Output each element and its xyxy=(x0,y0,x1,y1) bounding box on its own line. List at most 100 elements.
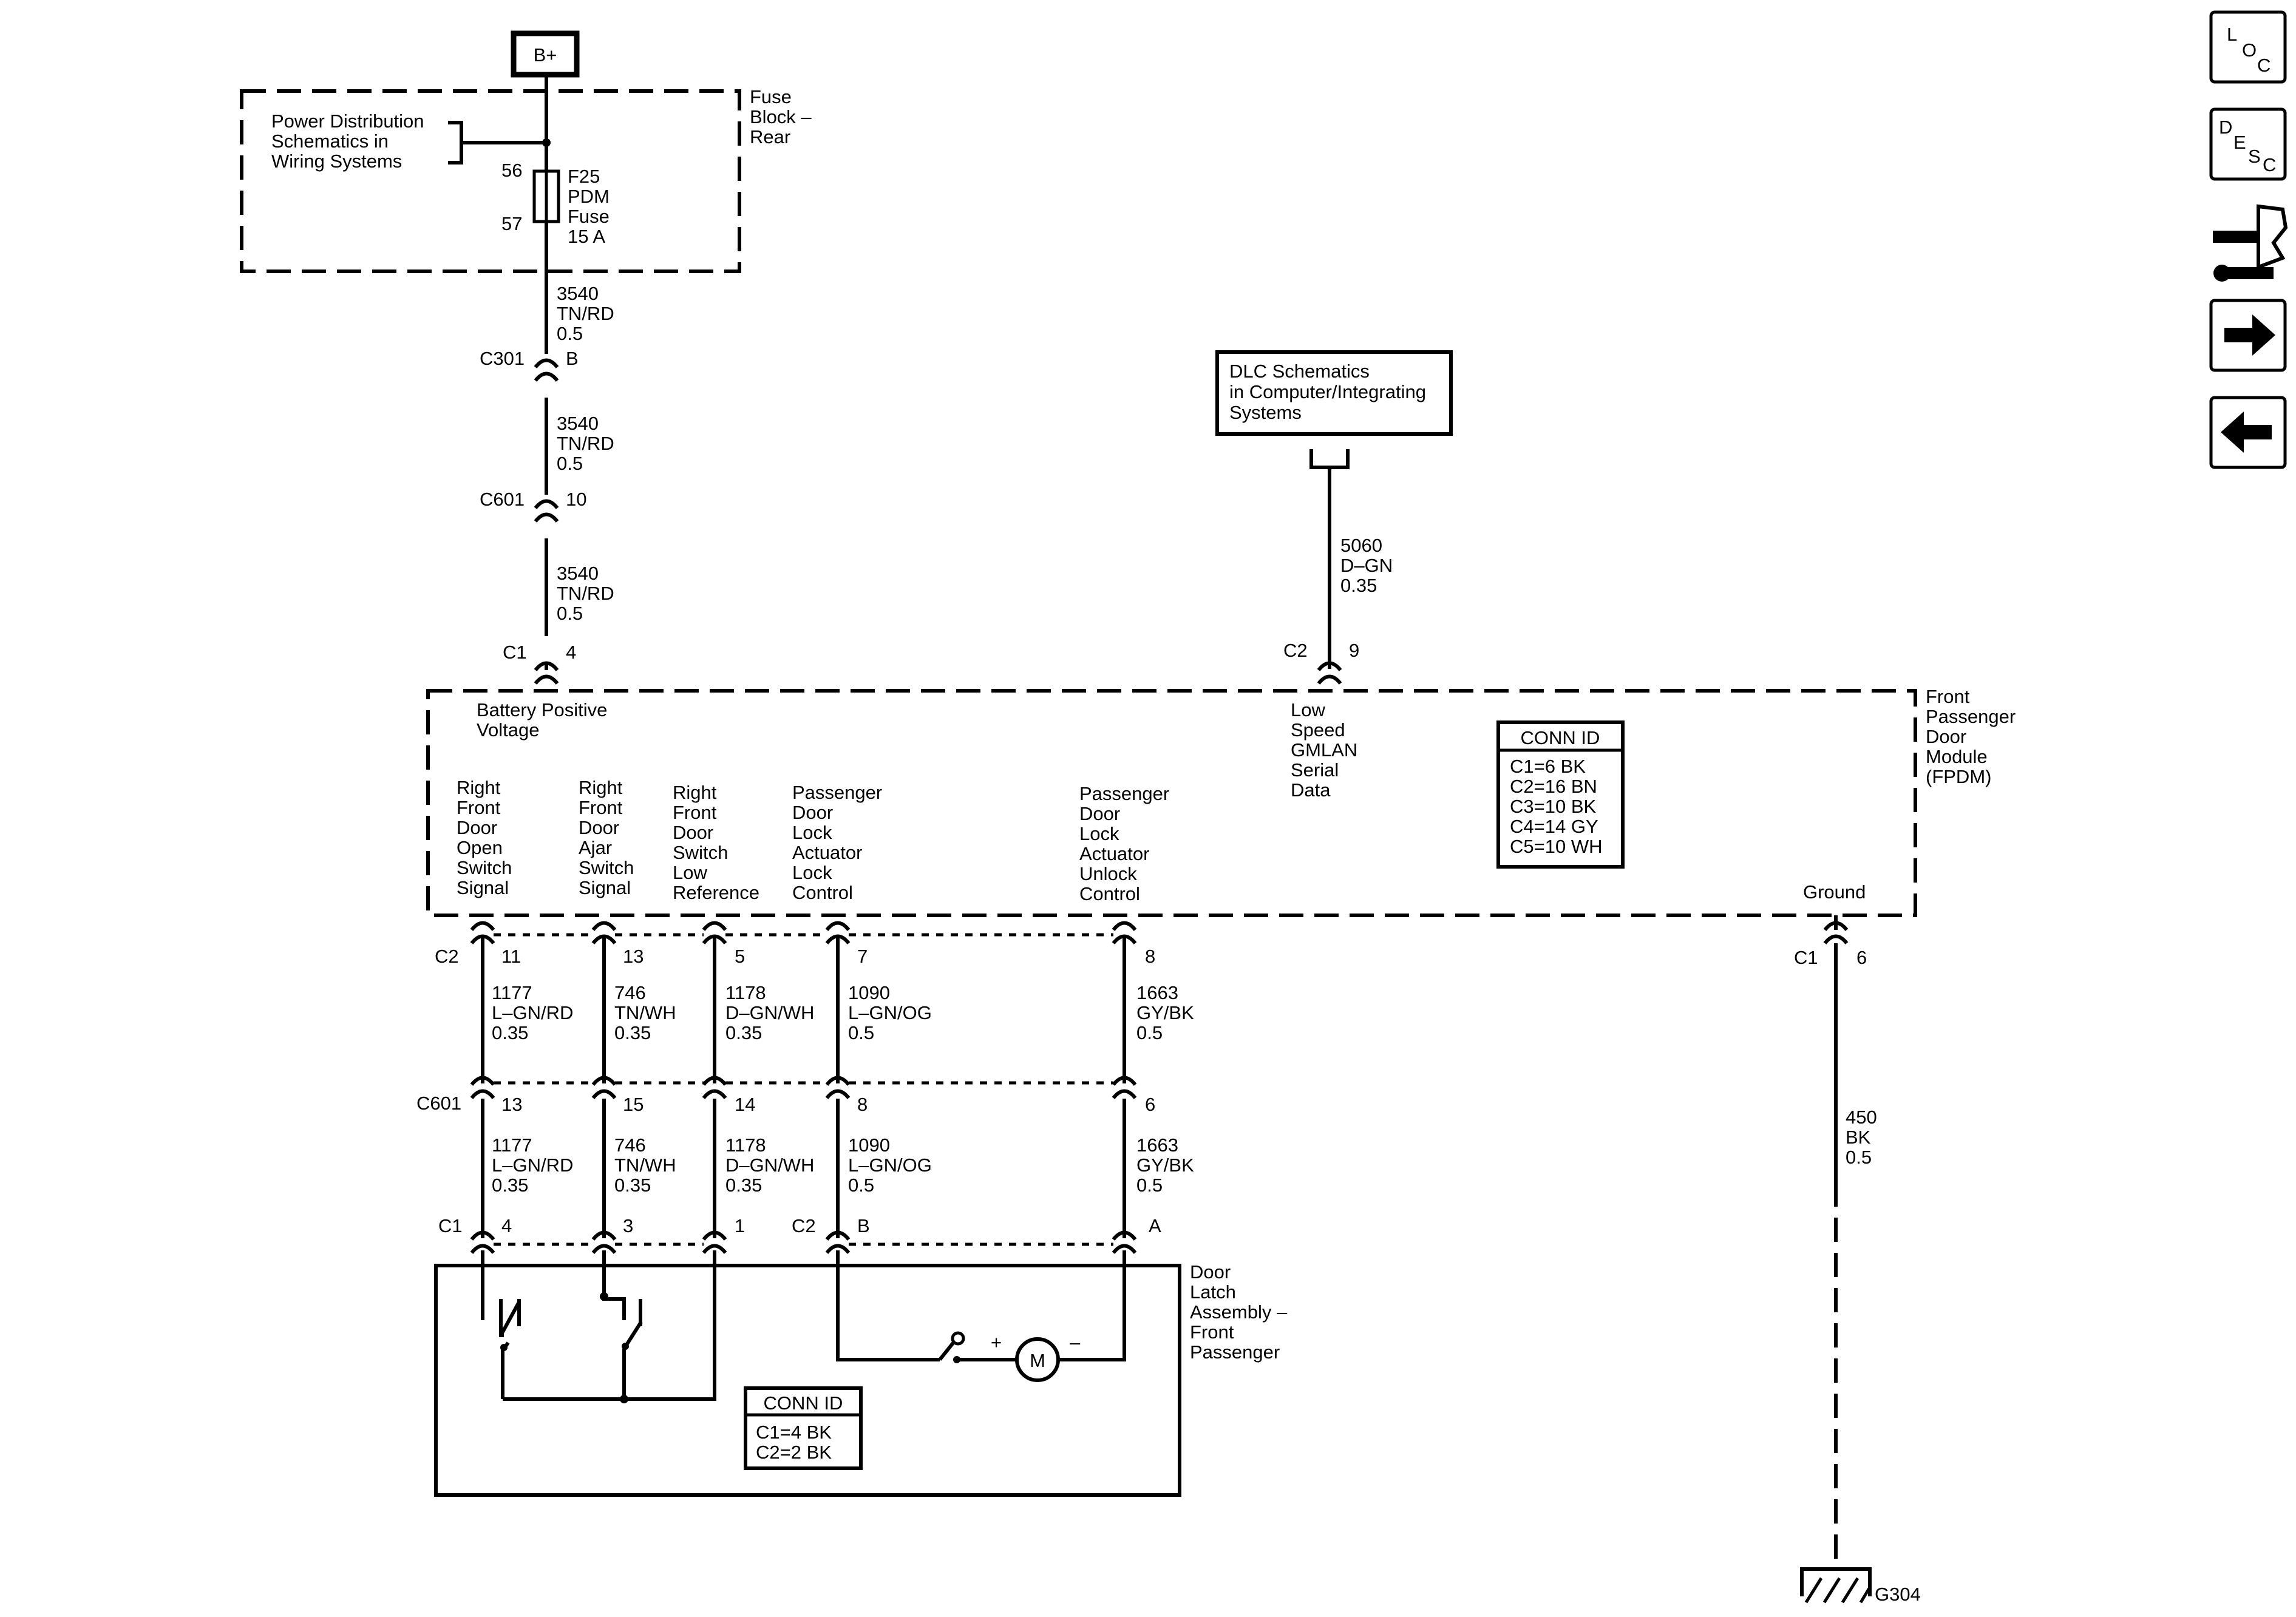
svg-text:0.35: 0.35 xyxy=(725,1175,762,1196)
connector-c601-mid: C601 13 15 14 8 6 xyxy=(416,1076,1155,1115)
svg-text:TN/RD: TN/RD xyxy=(557,303,614,324)
svg-text:C5=10 WH: C5=10 WH xyxy=(1510,836,1602,857)
ground-wire-label: 450 BK 0.5 xyxy=(1846,1107,1877,1168)
svg-text:D–GN/WH: D–GN/WH xyxy=(725,1002,814,1023)
fuse-block-outline xyxy=(240,89,741,273)
svg-text:Fuse: Fuse xyxy=(750,86,792,107)
svg-text:BK: BK xyxy=(1846,1127,1871,1148)
svg-text:0.5: 0.5 xyxy=(557,453,583,474)
svg-text:57: 57 xyxy=(501,213,522,234)
svg-text:10: 10 xyxy=(566,489,586,510)
signal-lock-actuator-lock-control: Passenger Door Lock Actuator Lock Contro… xyxy=(792,782,882,903)
svg-text:Door: Door xyxy=(457,817,497,838)
svg-text:C2=2 BK: C2=2 BK xyxy=(756,1442,832,1463)
ground-symbol-g304: G304 xyxy=(1800,1567,1921,1605)
location-button[interactable]: L O C xyxy=(2209,10,2287,84)
svg-text:Control: Control xyxy=(792,882,853,903)
svg-text:0.35: 0.35 xyxy=(492,1022,528,1043)
svg-text:Ajar: Ajar xyxy=(579,837,612,858)
svg-text:746: 746 xyxy=(614,1134,646,1156)
svg-text:Open: Open xyxy=(457,837,503,858)
svg-text:1663: 1663 xyxy=(1136,1134,1178,1156)
svg-text:Wiring Systems: Wiring Systems xyxy=(271,151,402,172)
svg-text:0.35: 0.35 xyxy=(492,1175,528,1196)
diagnostic-tool-icon[interactable] xyxy=(2213,204,2288,282)
svg-text:Front: Front xyxy=(579,797,623,818)
feed-wire-label-1: 3540 TN/RD 0.5 xyxy=(557,283,614,344)
svg-text:Serial: Serial xyxy=(1291,759,1339,781)
svg-text:0.5: 0.5 xyxy=(848,1022,874,1043)
svg-text:Door: Door xyxy=(1190,1261,1231,1283)
svg-text:9: 9 xyxy=(1349,640,1359,661)
svg-text:7: 7 xyxy=(857,946,868,967)
svg-text:L–GN/OG: L–GN/OG xyxy=(848,1002,932,1023)
svg-text:8: 8 xyxy=(857,1094,868,1115)
arrow-left-icon[interactable] xyxy=(2209,396,2287,469)
signal-door-switch-low-reference: Right Front Door Switch Low Reference xyxy=(673,782,759,903)
svg-text:0.35: 0.35 xyxy=(614,1175,651,1196)
door-latch-assembly-label: Door Latch Assembly – Front Passenger xyxy=(1190,1261,1288,1363)
svg-text:C: C xyxy=(2257,55,2271,76)
svg-text:O: O xyxy=(2242,39,2257,61)
svg-text:Voltage: Voltage xyxy=(477,719,539,741)
svg-text:D–GN/WH: D–GN/WH xyxy=(725,1154,814,1176)
svg-text:1: 1 xyxy=(735,1215,745,1236)
svg-text:15: 15 xyxy=(623,1094,644,1115)
svg-text:GY/BK: GY/BK xyxy=(1136,1154,1194,1176)
svg-text:Door: Door xyxy=(1079,803,1120,824)
svg-text:Lock: Lock xyxy=(1079,823,1119,844)
svg-text:Right: Right xyxy=(579,777,623,798)
svg-text:Block –: Block – xyxy=(750,106,812,127)
description-button[interactable]: D E S C xyxy=(2209,107,2287,181)
power-source: B+ xyxy=(511,30,580,78)
dlc-schematics-reference[interactable]: DLC Schematics in Computer/Integrating S… xyxy=(1215,350,1453,436)
svg-text:Lock: Lock xyxy=(792,822,832,843)
svg-text:Door: Door xyxy=(1926,726,1966,747)
fpdm-module-outline xyxy=(426,689,1917,917)
svg-text:Switch: Switch xyxy=(579,857,634,878)
gmlan-label: Low Speed GMLAN Serial Data xyxy=(1291,699,1357,801)
door-open-switch xyxy=(481,1250,521,1399)
connector-c2-top: C2 11 13 5 7 8 xyxy=(435,921,1155,967)
svg-text:(FPDM): (FPDM) xyxy=(1926,766,1991,787)
svg-text:0.35: 0.35 xyxy=(1340,575,1377,596)
svg-text:14: 14 xyxy=(735,1094,755,1115)
svg-text:CONN ID: CONN ID xyxy=(1521,727,1600,748)
power-distribution-reference[interactable]: Power Distribution Schematics in Wiring … xyxy=(271,110,551,172)
svg-text:Assembly –: Assembly – xyxy=(1190,1301,1288,1323)
svg-text:Low: Low xyxy=(1291,699,1325,720)
svg-text:DLC Schematics: DLC Schematics xyxy=(1229,361,1370,382)
svg-text:Data: Data xyxy=(1291,779,1331,801)
svg-text:F25: F25 xyxy=(568,166,600,187)
svg-text:450: 450 xyxy=(1846,1107,1877,1128)
svg-text:Switch: Switch xyxy=(457,857,512,878)
svg-text:M: M xyxy=(1030,1350,1045,1371)
svg-text:Actuator: Actuator xyxy=(1079,843,1149,864)
motor-plus: + xyxy=(991,1332,1002,1353)
svg-text:C1: C1 xyxy=(438,1215,463,1236)
svg-text:Passenger: Passenger xyxy=(1190,1341,1280,1363)
svg-text:GY/BK: GY/BK xyxy=(1136,1002,1194,1023)
svg-text:Rear: Rear xyxy=(750,126,790,147)
svg-text:Door: Door xyxy=(673,822,713,843)
wire-labels-a: 1177 L–GN/RD 0.35 746 TN/WH 0.35 1178 D–… xyxy=(492,982,1194,1043)
feed-wire-label-3: 3540 TN/RD 0.5 xyxy=(557,563,614,624)
svg-text:1090: 1090 xyxy=(848,982,890,1003)
svg-text:Door: Door xyxy=(579,817,619,838)
arrow-right-icon[interactable] xyxy=(2209,299,2287,372)
svg-text:C2: C2 xyxy=(792,1215,816,1236)
svg-text:Signal: Signal xyxy=(579,877,631,898)
connector-c1-battery: C1 4 xyxy=(503,642,576,685)
svg-text:C301: C301 xyxy=(480,348,525,369)
svg-text:GMLAN: GMLAN xyxy=(1291,739,1357,761)
svg-text:1177: 1177 xyxy=(492,982,532,1003)
signal-door-open-switch: Right Front Door Open Switch Signal xyxy=(457,777,512,898)
svg-text:4: 4 xyxy=(566,642,576,663)
svg-text:8: 8 xyxy=(1145,946,1155,967)
svg-text:E: E xyxy=(2233,132,2246,153)
svg-text:C1=4 BK: C1=4 BK xyxy=(756,1422,832,1443)
door-latch-assembly-outline xyxy=(434,1264,1181,1497)
svg-text:Right: Right xyxy=(457,777,501,798)
lock-actuator-motor-circuit xyxy=(836,1250,1126,1363)
